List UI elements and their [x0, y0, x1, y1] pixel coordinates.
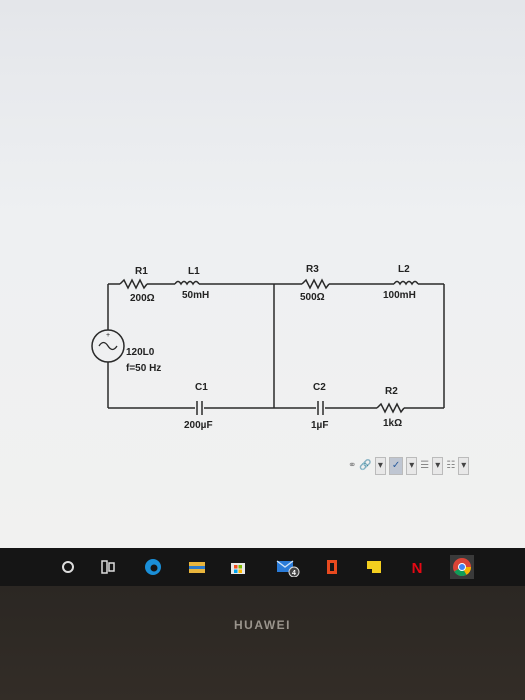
unlink-icon[interactable]: ⚭: [348, 460, 357, 471]
r2-value: 1kΩ: [383, 418, 402, 429]
screen: + R1 200Ω L1 50mH R3 500Ω L2 100mH 120L0…: [0, 0, 525, 548]
numbered-list-icon[interactable]: ☰: [420, 460, 430, 471]
r2-name: R2: [385, 386, 398, 397]
netflix-icon[interactable]: N: [407, 557, 427, 577]
editor-toolbar: ⚭ 🔗 ▾ ✓ ▾ ☰ ▾ ☷ ▾: [348, 456, 525, 476]
dropdown-chevron-icon[interactable]: ▾: [432, 457, 444, 475]
file-explorer-icon[interactable]: [187, 557, 207, 577]
l1-symbol: [174, 280, 200, 286]
svg-text:+: +: [106, 332, 110, 339]
source-value: 120L0: [126, 347, 155, 358]
windows-taskbar: 4 N: [0, 548, 525, 586]
spellcheck-icon[interactable]: ✓: [388, 457, 404, 475]
sticky-notes-icon[interactable]: [364, 557, 384, 577]
l2-name: L2: [398, 264, 410, 275]
chrome-icon[interactable]: [450, 555, 474, 579]
l1-value: 50mH: [182, 290, 209, 301]
search-circle-icon[interactable]: [58, 557, 78, 577]
voltage-source-symbol: [91, 329, 125, 363]
bulleted-list-icon[interactable]: ☷: [446, 460, 456, 471]
r1-symbol: [119, 278, 148, 290]
source-frequency: f=50 Hz: [126, 363, 161, 374]
dropdown-chevron-icon[interactable]: ▾: [406, 457, 418, 475]
mail-icon[interactable]: 4: [276, 557, 302, 577]
l2-symbol: [393, 280, 419, 286]
dropdown-chevron-icon[interactable]: ▾: [374, 457, 386, 475]
r3-symbol: [301, 278, 330, 290]
r2-symbol: [376, 402, 405, 414]
circuit-diagram: + R1 200Ω L1 50mH R3 500Ω L2 100mH 120L0…: [0, 0, 525, 548]
edge-icon[interactable]: [143, 557, 163, 577]
c2-value: 1µF: [311, 420, 328, 431]
office-icon[interactable]: [322, 557, 342, 577]
brand-logo: HUAWEI: [234, 618, 291, 632]
c1-value: 200µF: [184, 420, 213, 431]
c1-name: C1: [195, 382, 208, 393]
mail-badge: 4: [292, 570, 296, 577]
r1-value: 200Ω: [130, 293, 155, 304]
r3-name: R3: [306, 264, 319, 275]
task-view-icon[interactable]: [98, 557, 118, 577]
r3-value: 500Ω: [300, 292, 325, 303]
l1-name: L1: [188, 266, 200, 277]
l2-value: 100mH: [383, 290, 416, 301]
svg-text:N: N: [412, 560, 423, 577]
dropdown-chevron-icon[interactable]: ▾: [458, 457, 470, 475]
link-icon[interactable]: 🔗: [359, 460, 372, 471]
monitor-bezel: HUAWEI: [0, 586, 525, 700]
r1-name: R1: [135, 266, 148, 277]
store-icon[interactable]: [228, 557, 248, 577]
c2-name: C2: [313, 382, 326, 393]
